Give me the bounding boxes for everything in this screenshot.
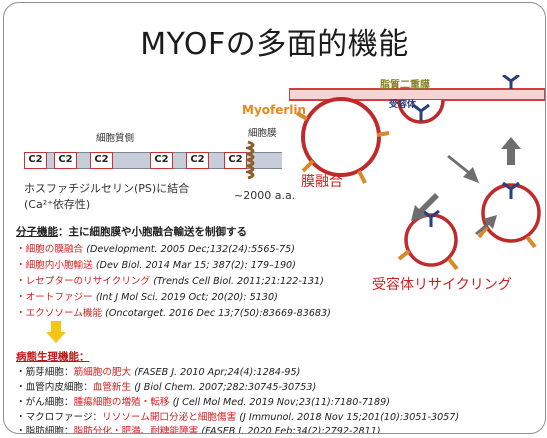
function-label: ・細胞内小胞輸送 [16,260,93,271]
myoferlin-label: Myoferlin [242,103,307,117]
list-item: ・細胞内小胞輸送 (Dev Biol. 2014 Mar 15; 387(2):… [16,257,296,271]
myoferlin-anchor [357,170,367,184]
receptor-icon [412,103,430,121]
myoferlin-anchor [447,257,459,271]
list-item: ・筋芽細胞：筋細胞の肥大 (FASEB J. 2010 Apr;24(4):12… [16,364,300,378]
arrow-icon [447,155,479,183]
c2-domain: C2 [24,152,47,169]
list-item: ・がん細胞：腫瘍細胞の増殖・転移 (J Cell Mol Med. 2019 N… [16,394,390,408]
arrow-icon [501,137,521,165]
list-item: ・血管内皮細胞：血管新生 (J Biol Chem. 2007;282:3074… [16,379,316,393]
transmembrane-helix [246,140,258,180]
function-label: ・細胞の膜融合 [16,244,84,255]
arrow-icon [475,215,497,235]
cell-type: ・血管内皮細胞： [16,382,93,393]
cell-type: ・筋芽細胞： [16,367,74,378]
protein-c-terminus [258,152,282,169]
slide-title: MYOFの多面的機能 [140,27,409,62]
citation: (Oncotarget. 2016 Dec 13;7(50):83669-836… [105,308,331,319]
cell-type: ・脂肪細胞： [16,426,74,434]
citation: (J Biol Chem. 2007;282:30745-30753) [134,382,317,393]
function-label: ・レセプターのリサイクリング [16,276,151,287]
pathology-role: 腫瘍細胞の増殖・転移 [73,397,170,408]
lipid-bilayer-label: 脂質二重膜 [380,80,430,91]
cell-type: ・がん細胞： [16,397,74,408]
c2-domain: C2 [224,152,247,169]
pathophysiology-heading: 病態生理機能： [16,351,90,363]
citation: (Dev Biol. 2014 Mar 15; 387(2): 179–190) [95,260,296,271]
c2-domain: C2 [150,152,173,169]
receptor-icon [422,209,440,227]
molecular-function-title: 分子機能 [16,226,58,238]
protein-length: ~2000 a.a. [234,189,296,202]
ps-binding-text: ホスファチジルセリン(PS)に結合 [24,182,190,195]
molecular-function-subtitle: ：主に細胞膜や小胞融合輸送を制御する [58,226,247,238]
list-item: ・マクロファージ：リソソーム開口分泌と細胞傷害 (J Immunol. 2018… [16,409,459,423]
receptor-label: 受容体 [389,100,417,110]
myoferlin-anchor [477,225,489,239]
vesicle-recycling [404,213,458,267]
slide: MYOFの多面的機能 細胞質側 細胞膜 Myoferlin C2 C2 C2 C… [3,2,546,434]
list-item: ・オートファジー (Int J Mol Sci. 2019 Oct; 20(20… [16,289,278,303]
pathology-role: リソソーム開口分泌と細胞傷害 [102,412,237,423]
citation: (Trends Cell Biol. 2011;21:122-131) [153,276,324,287]
citation: (J Immunol. 2018 Nov 15;201(10):3051-305… [239,412,460,423]
myoferlin-anchor [525,235,537,249]
arrow-icon [411,193,439,221]
function-label: ・エクソソーム機能 [16,308,103,319]
list-item: ・レセプターのリサイクリング (Trends Cell Biol. 2011;2… [16,273,324,287]
function-label: ・オートファジー [16,292,93,303]
molecular-function-heading: 分子機能：主に細胞膜や小胞融合輸送を制御する [16,224,247,239]
receptor-icon [502,181,520,199]
down-arrow-icon [46,321,66,343]
myoferlin-anchor [397,249,411,261]
pathology-role: 筋細胞の肥大 [73,367,132,378]
receptor-icon [502,75,520,89]
recycling-label: 受容体リサイクリング [372,277,512,293]
citation: (J Cell Mol Med. 2019 Nov;23(11):7180-71… [172,397,390,408]
cell-type: ・マクロファージ： [16,412,103,423]
citation: (Development. 2005 Dec;132(24):5565-75) [86,244,295,255]
list-item: ・脂肪細胞：脂肪分化・肥満、耐糖能障害 (FASEB J. 2020 Feb;3… [16,423,381,434]
myoferlin-anchor [376,131,390,137]
myoferlin-anchor [295,111,309,121]
c2-domain: C2 [54,152,77,169]
membrane-label: 細胞膜 [248,128,277,139]
list-item: ・エクソソーム機能 (Oncotarget. 2016 Dec 13;7(50)… [16,305,331,319]
myoferlin-anchor [301,159,315,173]
membrane-fusion-diagram [289,75,545,271]
vesicle-recycling [481,183,541,243]
citation: (FASEB J. 2020 Feb;34(2):2792-2811) [201,426,381,434]
citation: (Int J Mol Sci. 2019 Oct; 20(20): 5130) [95,292,278,303]
fusion-label: 膜融合 [301,174,343,190]
c2-domain: C2 [186,152,209,169]
c2-domain: C2 [90,152,113,169]
vesicle-large [301,97,381,177]
list-item: ・細胞の膜融合 (Development. 2005 Dec;132(24):5… [16,241,295,255]
calcium-dependency-text: (Ca²⁺依存性) [24,198,91,211]
pathology-role: 血管新生 [92,382,132,393]
pathology-role: 脂肪分化・肥満、耐糖能障害 [73,426,199,434]
citation: (FASEB J. 2010 Apr;24(4):1284-95) [134,367,301,378]
cytoplasm-label: 細胞質側 [96,133,135,144]
